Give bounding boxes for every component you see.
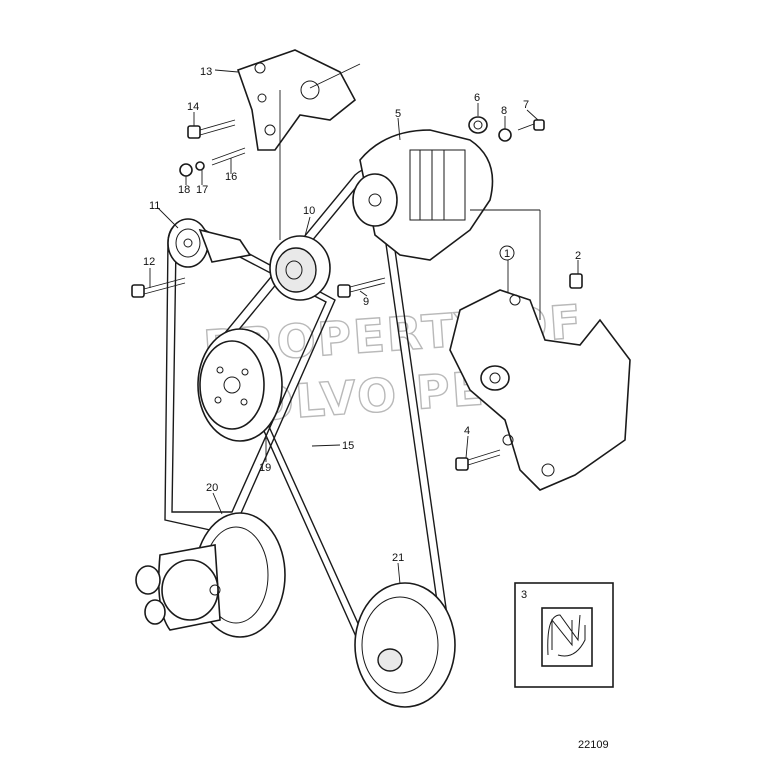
callout-17: 17 (196, 184, 208, 196)
large-pulley (197, 328, 283, 442)
bolt-14 (187, 119, 236, 139)
mounting-bracket-13 (236, 49, 361, 151)
callout-4: 4 (464, 425, 470, 437)
washer-17 (195, 161, 205, 171)
bolt-7 (517, 119, 545, 131)
callout-1-circle (499, 245, 515, 261)
sea-water-pump-20 (135, 512, 286, 638)
callout-20: 20 (206, 482, 218, 494)
callout-15: 15 (342, 440, 354, 452)
callout-3: 3 (521, 589, 527, 601)
bolt-4 (455, 449, 501, 471)
callout-13: 13 (200, 66, 212, 78)
tensioner-pulley-11 (167, 218, 252, 268)
leader-lines (149, 69, 579, 585)
inset-box-3 (514, 582, 614, 688)
bolt-12 (131, 277, 186, 298)
callout-21: 21 (392, 552, 404, 564)
callout-9: 9 (363, 296, 369, 308)
callout-7: 7 (523, 99, 529, 111)
callout-labels: 13 14 16 17 18 11 12 10 5 6 8 7 9 1 2 4 … (143, 66, 581, 601)
alternator-5 (352, 129, 494, 261)
callout-12: 12 (143, 256, 155, 268)
callout-18: 18 (178, 184, 190, 196)
stud-2 (569, 273, 583, 289)
idler-pulley-10 (269, 235, 331, 301)
bolt-9 (337, 277, 386, 298)
figure-number: 22109 (578, 739, 609, 751)
callout-6: 6 (474, 92, 480, 104)
washer-8 (498, 128, 512, 142)
callout-2: 2 (575, 250, 581, 262)
callout-11: 11 (149, 200, 160, 212)
callout-1: 1 (504, 248, 510, 260)
callout-16: 16 (225, 171, 237, 183)
callout-10: 10 (303, 205, 315, 217)
callout-5: 5 (395, 108, 401, 120)
stud-16 (211, 147, 246, 166)
callout-19: 19 (259, 462, 271, 474)
nut-6 (468, 116, 488, 134)
callout-8: 8 (501, 105, 507, 117)
callout-14: 14 (187, 101, 199, 113)
nut-18 (179, 163, 193, 177)
pulley-21 (354, 582, 456, 708)
alternator-bracket-1 (449, 289, 631, 491)
